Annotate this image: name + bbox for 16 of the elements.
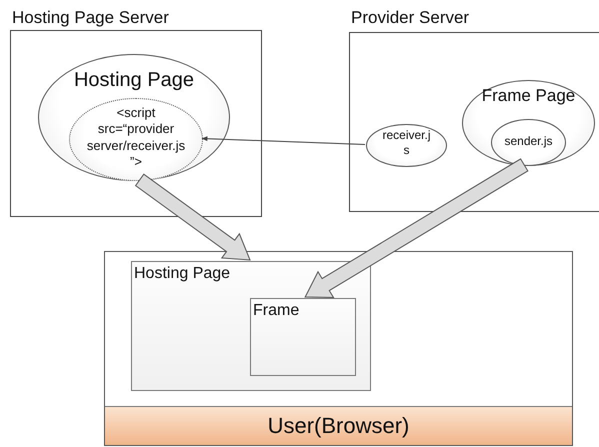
browser-band: User(Browser) (105, 406, 572, 445)
server-heading: Hosting Page Server (12, 8, 169, 28)
arrow (201, 136, 366, 145)
window-box (131, 261, 371, 391)
ellipse-label: Frame Page (480, 85, 576, 106)
ellipse-label: Hosting Page (72, 68, 196, 93)
window-box (250, 298, 356, 376)
ellipse-label: receiver.js (381, 128, 432, 158)
window-label: Frame (253, 302, 300, 320)
ellipse-label: <script src=“provider server/receiver.js ”> (86, 105, 186, 170)
window-label: Hosting Page (134, 265, 230, 283)
ellipse-label: sender.js (503, 134, 554, 149)
browser-box (104, 251, 573, 446)
server-heading: Provider Server (351, 8, 470, 28)
block-arrow (304, 158, 528, 298)
block-arrow (134, 174, 251, 261)
